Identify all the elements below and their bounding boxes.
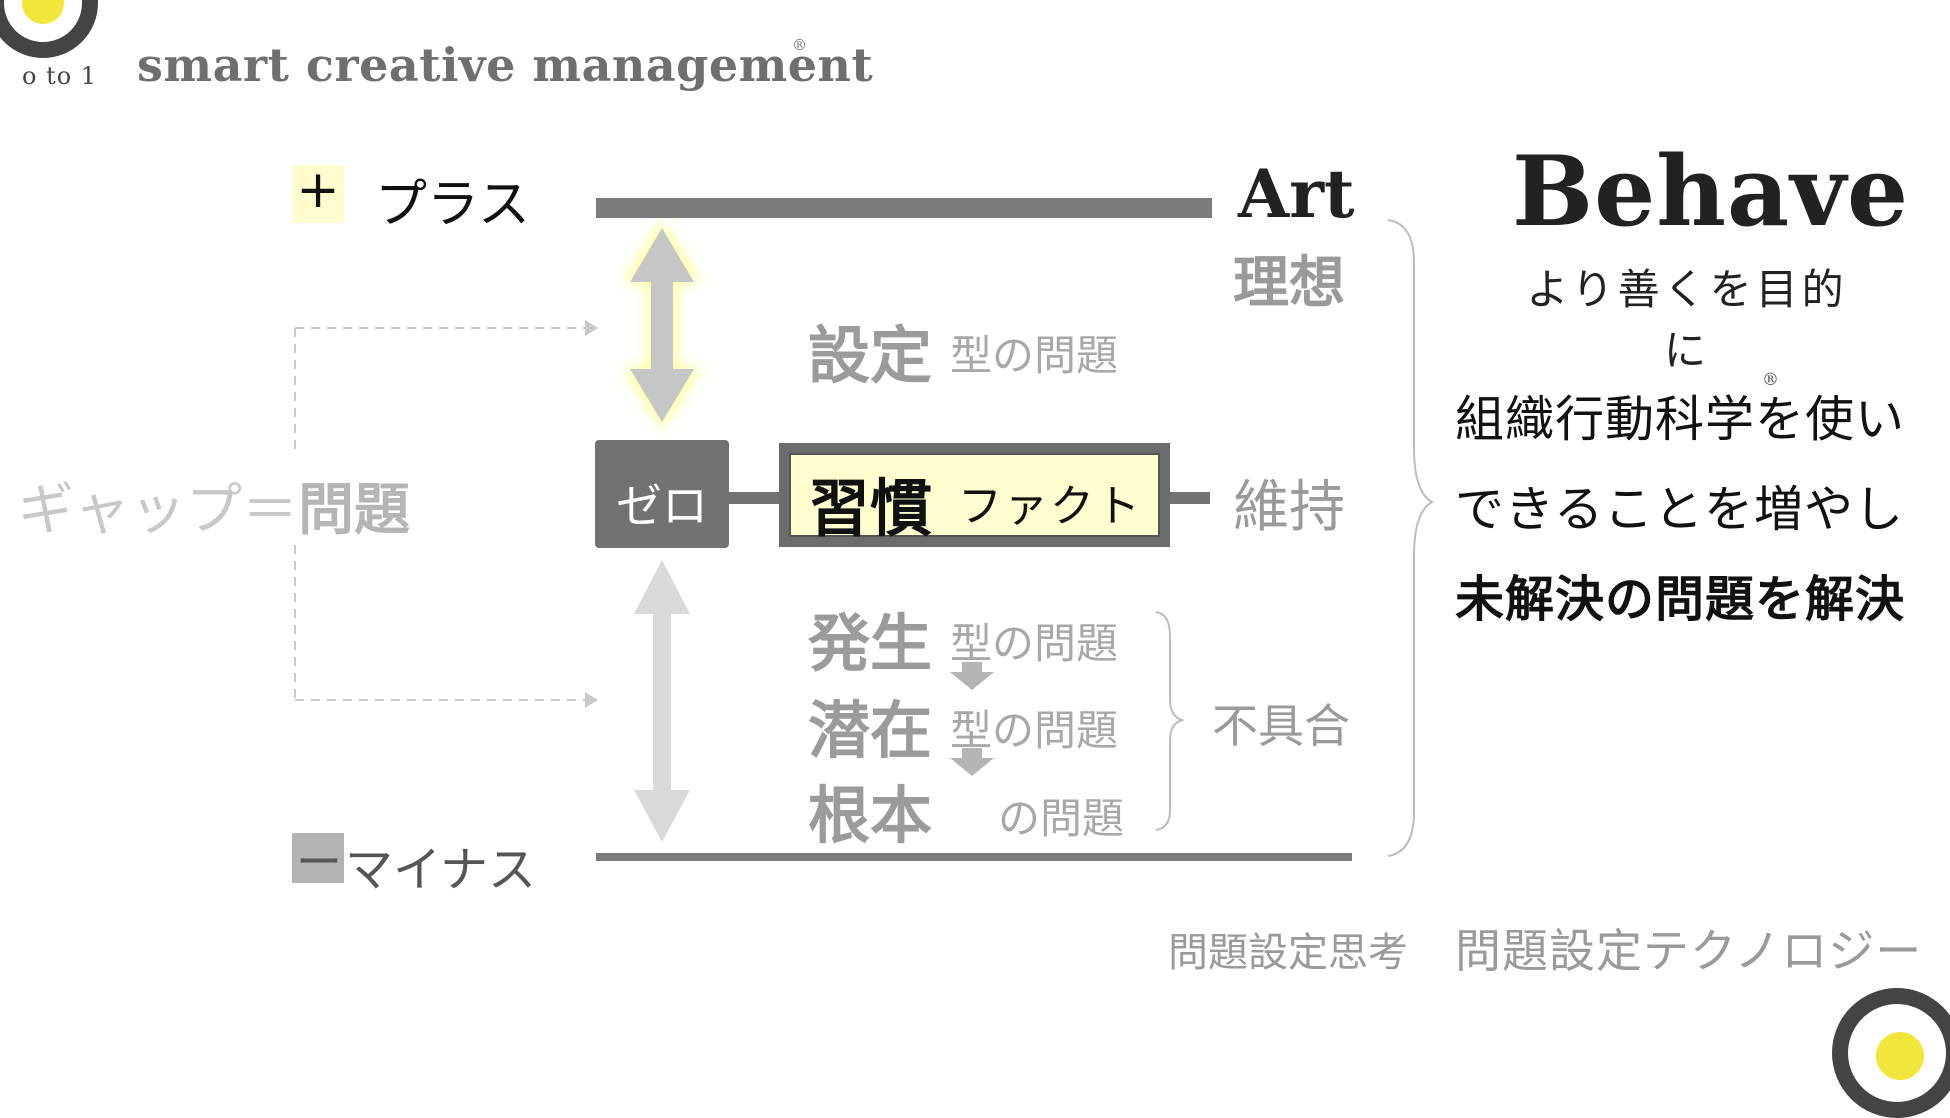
zero-label: ゼロ [616,479,708,533]
latent-main-label: 潜在 [808,694,933,767]
gap-label: ギャップ＝問題 [18,465,410,546]
maintain-label: 維持 [1233,475,1345,540]
zero-box [595,440,729,548]
behave-subtitle: より善くを目的に [1526,265,1848,375]
brand-registered-mark: ® [792,36,807,54]
gap-dashed-lines [294,327,592,701]
right-registered-mark: ® [1762,370,1779,390]
habit-box [779,443,1170,547]
diagram-connectors [294,219,1435,857]
right-line-3: 未解決の問題を解決 [1455,571,1906,628]
brand-title: smart creative management [137,38,874,92]
plus-icon: + [296,160,340,220]
brand-small-text: o to 1 [22,62,98,90]
plus-badge [292,165,344,223]
gap-prefix: ギャップ＝ [18,478,298,543]
upper-double-arrow-icon [624,222,700,428]
occur-sub-label: 型の問題 [950,619,1119,668]
minus-badge [292,833,344,883]
behave-title: Behave [1512,135,1910,248]
set-sub-label: 型の問題 [950,331,1119,380]
gap-problem: 問題 [298,477,410,543]
root-sub-label: の問題 [998,794,1125,843]
fact-label: ファクト [958,481,1142,532]
latent-sub-label: 型の問題 [950,706,1119,755]
defect-label: 不具合 [1212,699,1350,753]
habit-label: 習慣 [808,472,933,545]
occur-main-label: 発生 [808,607,933,680]
minus-bar [596,853,1352,861]
footer-right-text: 問題設定テクノロジー [1455,924,1923,978]
right-line-2: できることを増やし [1455,481,1905,538]
minus-label: マイナス [345,842,537,898]
plus-bar [596,198,1212,218]
right-line-1: 組織行動科学を使い [1455,391,1906,448]
down-arrow-icon-1 [950,662,994,690]
root-main-label: 根本 [808,779,933,852]
defect-brace [1155,611,1186,831]
set-main-label: 設定 [808,319,933,392]
plus-label: プラス [375,175,530,235]
art-label: Art [1238,155,1355,233]
footer-left-text: 問題設定思考 [1168,930,1408,976]
down-arrow-icon-2 [950,748,994,776]
ideal-label: 理想 [1233,250,1345,316]
large-brace [1387,219,1435,857]
lower-double-arrow-icon [634,560,690,842]
minus-icon: ー [296,835,342,889]
